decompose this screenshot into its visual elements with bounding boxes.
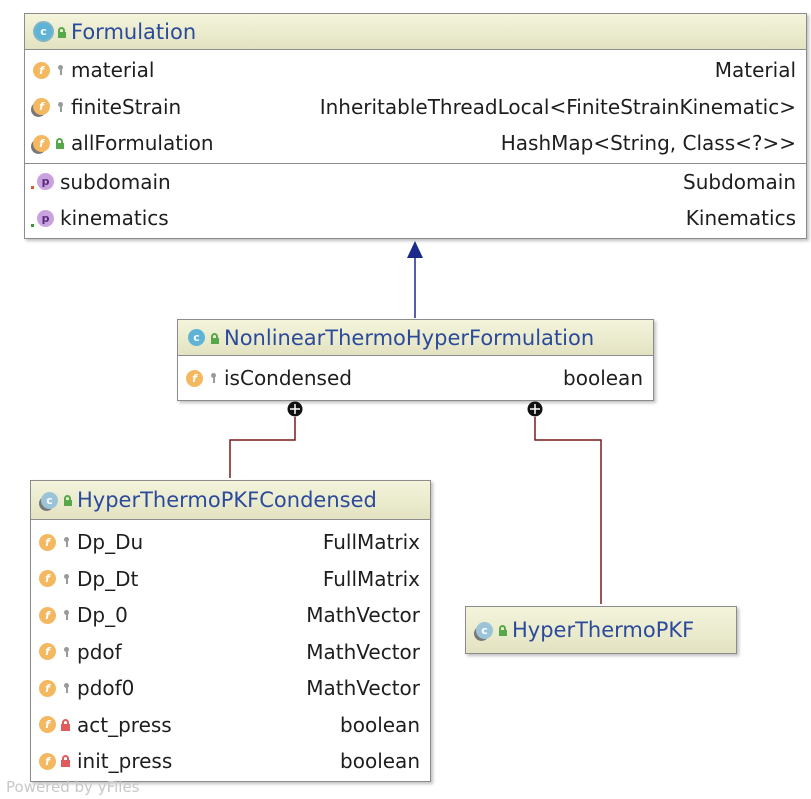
getter-marker-icon <box>31 224 34 227</box>
field-name: Dp_0 <box>77 603 128 628</box>
class-icon: c <box>188 329 205 346</box>
powered-by-label: Powered by yFiles <box>6 778 140 796</box>
field-row[interactable]: f allFormulation HashMap<String, Class<?… <box>25 125 806 162</box>
field-type: boolean <box>340 712 420 737</box>
open-lock-icon <box>57 26 67 38</box>
key-icon <box>61 682 71 694</box>
property-icon: p <box>37 173 54 191</box>
field-row[interactable]: f pdof0 MathVector <box>31 670 430 707</box>
class-hyper-thermo-pkf[interactable]: c HyperThermoPKF <box>465 606 737 654</box>
field-name: Dp_Dt <box>77 566 139 591</box>
property-icon: p <box>37 209 54 227</box>
field-icon: f <box>39 570 56 588</box>
inheritance-arrowhead <box>407 241 423 258</box>
class-header[interactable]: c NonlinearThermoHyperFormulation <box>178 320 653 356</box>
field-type: boolean <box>340 749 420 774</box>
setter-marker-icon <box>31 185 34 189</box>
class-header[interactable]: c HyperThermoPKFCondensed <box>31 481 430 520</box>
field-name: material <box>71 58 155 83</box>
class-header[interactable]: c HyperThermoPKF <box>466 607 736 653</box>
key-icon <box>208 372 218 384</box>
field-type: Material <box>714 58 796 83</box>
field-row[interactable]: f isCondensed boolean <box>178 360 653 397</box>
field-icon: f <box>33 61 50 79</box>
field-row[interactable]: f Dp_Du FullMatrix <box>31 524 430 561</box>
field-name: init_press <box>77 749 173 774</box>
field-name: isCondensed <box>224 366 352 391</box>
field-row[interactable]: f material Material <box>25 52 806 89</box>
property-name: subdomain <box>60 169 171 194</box>
class-name: NonlinearThermoHyperFormulation <box>224 325 595 350</box>
field-icon: f <box>39 679 56 697</box>
static-field-icon: f <box>33 134 50 152</box>
nest-marker-pkf <box>527 401 543 417</box>
field-icon: f <box>39 716 56 734</box>
key-icon <box>61 646 71 658</box>
field-icon: f <box>39 606 56 624</box>
field-type: HashMap<String, Class<?>> <box>500 131 796 156</box>
field-name: finiteStrain <box>71 94 182 119</box>
field-icon: f <box>39 643 56 661</box>
field-row[interactable]: f init_press boolean <box>31 743 430 780</box>
field-type: MathVector <box>306 676 420 701</box>
field-icon: f <box>186 369 203 387</box>
field-type: MathVector <box>306 639 420 664</box>
lock-icon <box>61 718 71 731</box>
property-type: Subdomain <box>683 169 796 194</box>
inner-class-link-condensed <box>229 417 296 478</box>
class-hyper-thermo-pkf-condensed[interactable]: c HyperThermoPKFCondensed f Dp_Du FullMa… <box>30 480 431 782</box>
key-icon <box>61 609 71 621</box>
static-field-icon: f <box>33 98 50 116</box>
property-name: kinematics <box>60 206 169 231</box>
field-name: allFormulation <box>71 131 214 156</box>
class-nonlinear-thermo-hyper-formulation[interactable]: c NonlinearThermoHyperFormulation f isCo… <box>177 319 654 401</box>
property-row[interactable]: p kinematics Kinematics <box>25 200 806 237</box>
field-name: pdof <box>77 639 122 664</box>
field-type: FullMatrix <box>322 530 420 555</box>
nest-marker-condensed <box>287 401 303 417</box>
key-icon <box>61 573 71 585</box>
field-type: MathVector <box>306 603 420 628</box>
property-type: Kinematics <box>685 206 796 231</box>
open-lock-icon <box>210 332 220 344</box>
property-row[interactable]: p subdomain Subdomain <box>25 164 806 201</box>
field-icon: f <box>39 752 56 770</box>
field-row[interactable]: f finiteStrain InheritableThreadLocal<Fi… <box>25 89 806 126</box>
inner-class-link-pkf <box>534 417 602 604</box>
key-icon <box>55 64 65 76</box>
key-icon <box>61 536 71 548</box>
field-type: FullMatrix <box>322 566 420 591</box>
field-type: boolean <box>563 366 643 391</box>
field-row[interactable]: f Dp_Dt FullMatrix <box>31 561 430 598</box>
field-name: Dp_Du <box>77 530 144 555</box>
class-name: HyperThermoPKF <box>512 618 695 642</box>
field-row[interactable]: f pdof MathVector <box>31 634 430 671</box>
key-icon <box>55 101 65 113</box>
field-icon: f <box>39 533 56 551</box>
open-lock-icon <box>498 624 508 636</box>
class-icon: c <box>35 23 52 40</box>
class-formulation[interactable]: c Formulation f material Material f fini… <box>24 13 807 239</box>
class-name: HyperThermoPKFCondensed <box>77 488 377 512</box>
field-type: InheritableThreadLocal<FiniteStrainKinem… <box>319 94 796 119</box>
field-row[interactable]: f act_press boolean <box>31 707 430 744</box>
inner-class-icon: c <box>476 621 493 639</box>
open-lock-icon <box>63 494 73 506</box>
class-name: Formulation <box>71 19 197 44</box>
lock-icon <box>61 755 71 768</box>
field-row[interactable]: f Dp_0 MathVector <box>31 597 430 634</box>
inner-class-icon: c <box>41 491 58 509</box>
class-header[interactable]: c Formulation <box>25 14 806 50</box>
field-name: act_press <box>77 712 172 737</box>
field-name: pdof0 <box>77 676 135 701</box>
section-divider: p subdomain Subdomain p kinematics Kinem… <box>25 162 806 237</box>
open-lock-icon <box>55 137 65 150</box>
